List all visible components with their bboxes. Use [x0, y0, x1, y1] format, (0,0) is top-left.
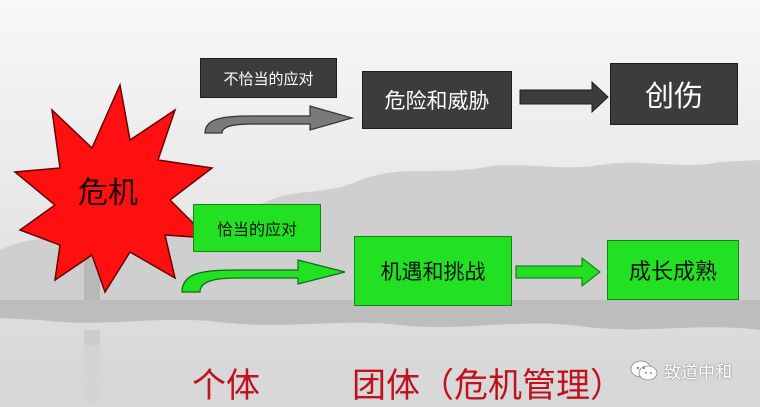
upper-response-arrow — [204, 105, 355, 134]
watermark-text: 致道中和 — [664, 363, 732, 383]
lower-response-label: 恰当的应对 — [193, 204, 321, 252]
lower-result-box: 成长成熟 — [607, 240, 739, 300]
lower-outcome-box: 机遇和挑战 — [354, 236, 512, 306]
lower-response-arrow — [181, 259, 346, 293]
crisis-label: 危机 — [78, 176, 138, 211]
upper-response-label: 不恰当的应对 — [200, 58, 337, 98]
caption-individual: 个体 — [192, 366, 260, 406]
upper-result-box: 创伤 — [610, 63, 738, 125]
upper-outcome-box: 危险和威胁 — [362, 71, 512, 129]
lower-result-arrow — [515, 256, 601, 288]
wechat-icon — [630, 359, 658, 383]
watermark: 致道中和 — [630, 358, 732, 383]
upper-result-arrow — [519, 80, 609, 114]
caption-group: 团体（危机管理） — [352, 366, 624, 406]
